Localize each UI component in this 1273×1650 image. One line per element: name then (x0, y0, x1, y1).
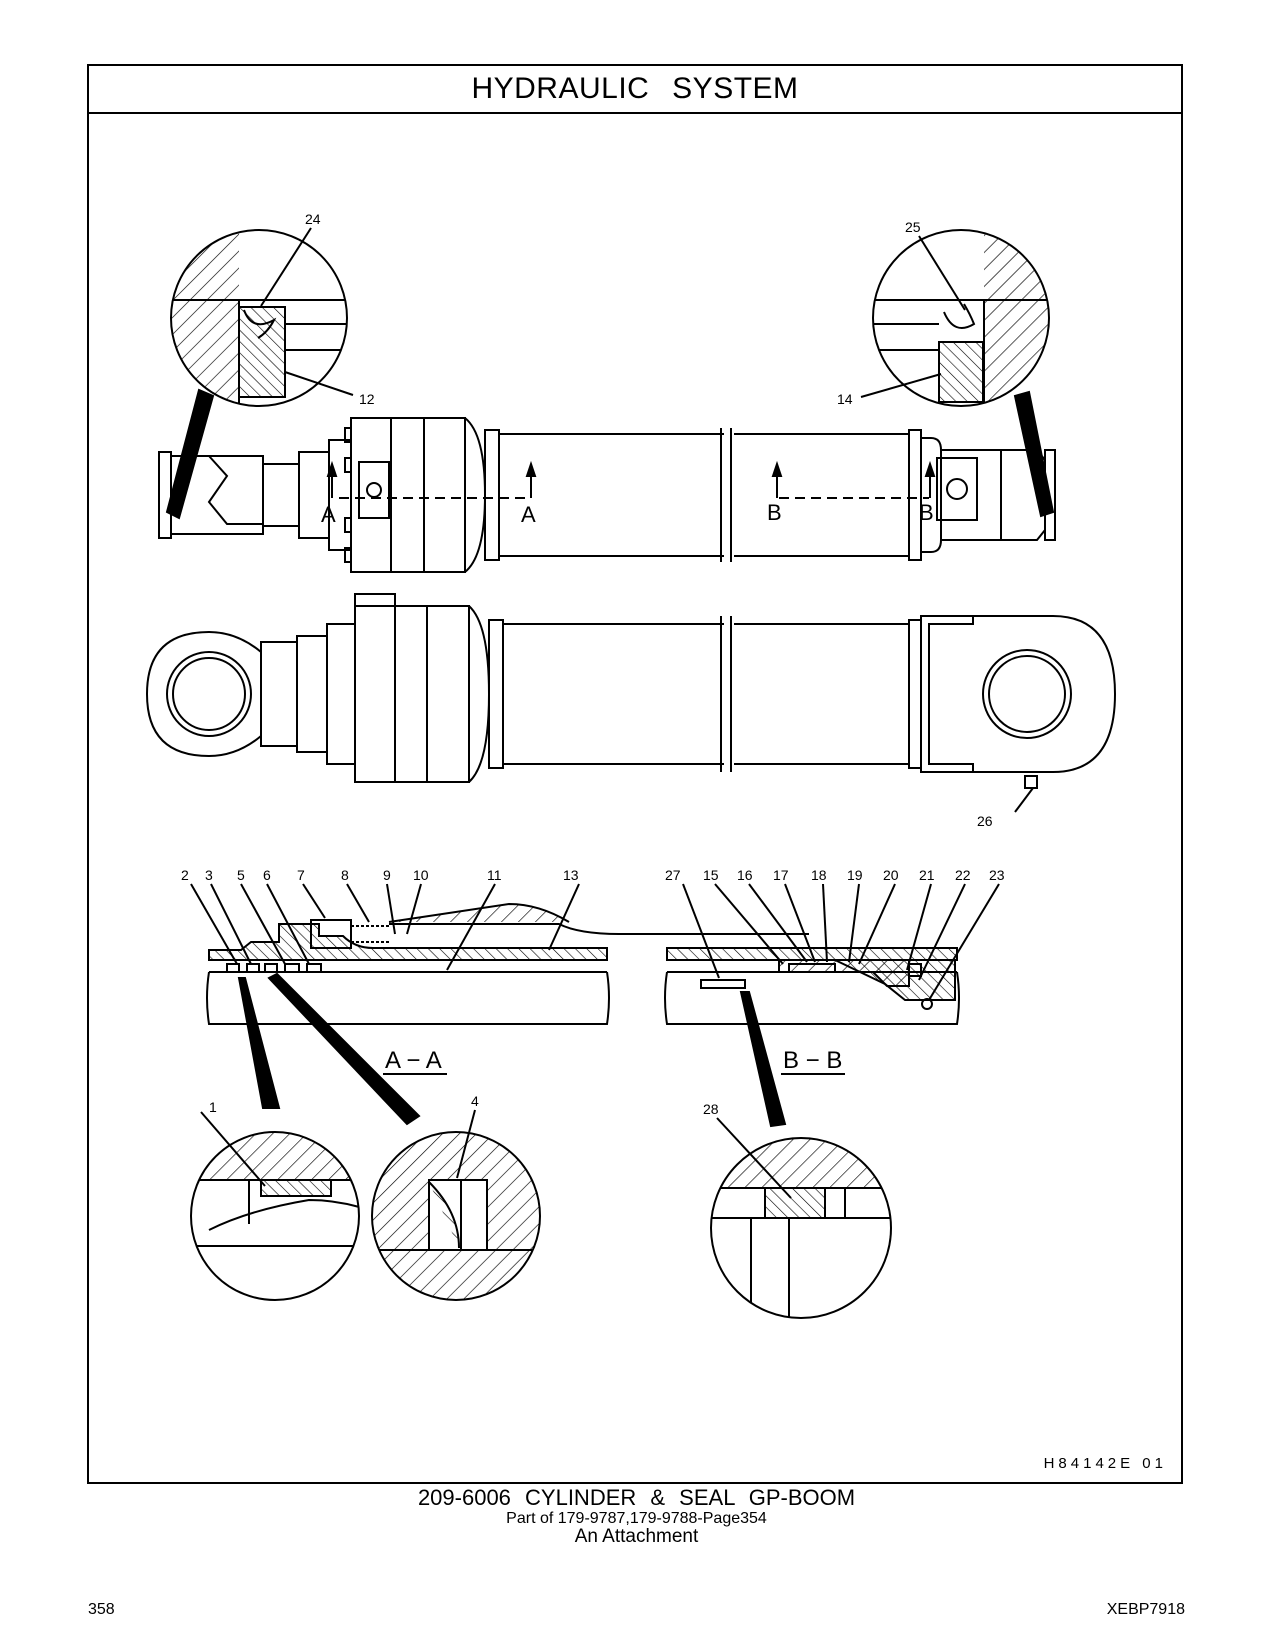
callout-15: 15 (703, 867, 719, 883)
callout-10: 10 (413, 867, 429, 883)
callout-1: 1 (209, 1099, 217, 1115)
detail-circle-rod-seal (170, 229, 348, 407)
document-id: XEBP7918 (1106, 1601, 1185, 1618)
caption-block: 209-6006 CYLINDER & SEAL GP-BOOM Part of… (0, 1486, 1273, 1547)
callout-17: 17 (773, 867, 789, 883)
callout-6: 6 (263, 867, 271, 883)
drawing-frame: HYDRAULIC SYSTEM (87, 64, 1183, 1484)
callout-12: 12 (359, 391, 375, 407)
callout-18: 18 (811, 867, 827, 883)
leader-wedge (1013, 390, 1055, 518)
callout-24: 24 (305, 211, 321, 227)
section-b-b-view (664, 947, 960, 1025)
section-letter-a-left: A (321, 502, 336, 527)
leader-wedge (165, 388, 215, 520)
callout-8: 8 (341, 867, 349, 883)
detail-circle-wiper (190, 1131, 360, 1301)
callout-5: 5 (237, 867, 245, 883)
cylinder-top-view (158, 417, 1056, 573)
callout-labels: 24 12 25 14 26 2 3 5 6 7 8 9 10 11 13 27… (181, 211, 1005, 1117)
section-title-b-b: B − B (783, 1047, 842, 1074)
section-labels: A A B B A − A B − B (321, 500, 934, 1075)
detail-circle-head-seal (872, 229, 1050, 407)
caption-attachment: An Attachment (574, 1526, 699, 1547)
section-letter-a-right: A (521, 502, 536, 527)
callout-22: 22 (955, 867, 971, 883)
caption-title: 209-6006 CYLINDER & SEAL GP-BOOM (417, 1485, 856, 1510)
detail-circle-piston-seal (710, 1137, 892, 1319)
page-number: 358 (88, 1601, 115, 1618)
cylinder-diagram: 24 12 25 14 26 2 3 5 6 7 8 9 10 11 13 27… (145, 211, 1117, 1319)
callout-9: 9 (383, 867, 391, 883)
callout-13: 13 (563, 867, 579, 883)
cylinder-side-view (145, 593, 1117, 789)
callout-25: 25 (905, 219, 921, 235)
section-letter-b-right: B (919, 500, 934, 525)
caption-part-of: Part of 179-9787,179-9788-Page354 (506, 1510, 767, 1527)
callout-19: 19 (847, 867, 863, 883)
callout-23: 23 (989, 867, 1005, 883)
callout-16: 16 (737, 867, 753, 883)
callout-11: 11 (487, 867, 502, 883)
drawing-code: H84142E 01 (1043, 1455, 1167, 1472)
callout-20: 20 (883, 867, 899, 883)
callout-26: 26 (977, 813, 993, 829)
callout-14: 14 (837, 391, 853, 407)
callout-28: 28 (703, 1101, 719, 1117)
callout-3: 3 (205, 867, 213, 883)
callout-21: 21 (919, 867, 935, 883)
callout-2: 2 (181, 867, 189, 883)
page-title: HYDRAULIC SYSTEM (89, 66, 1181, 114)
section-title-a-a: A − A (385, 1047, 442, 1074)
callout-7: 7 (297, 867, 305, 883)
callout-4: 4 (471, 1093, 479, 1109)
callout-27: 27 (665, 867, 681, 883)
detail-circle-buffer-seal (371, 1131, 541, 1301)
section-letter-b-left: B (767, 500, 782, 525)
